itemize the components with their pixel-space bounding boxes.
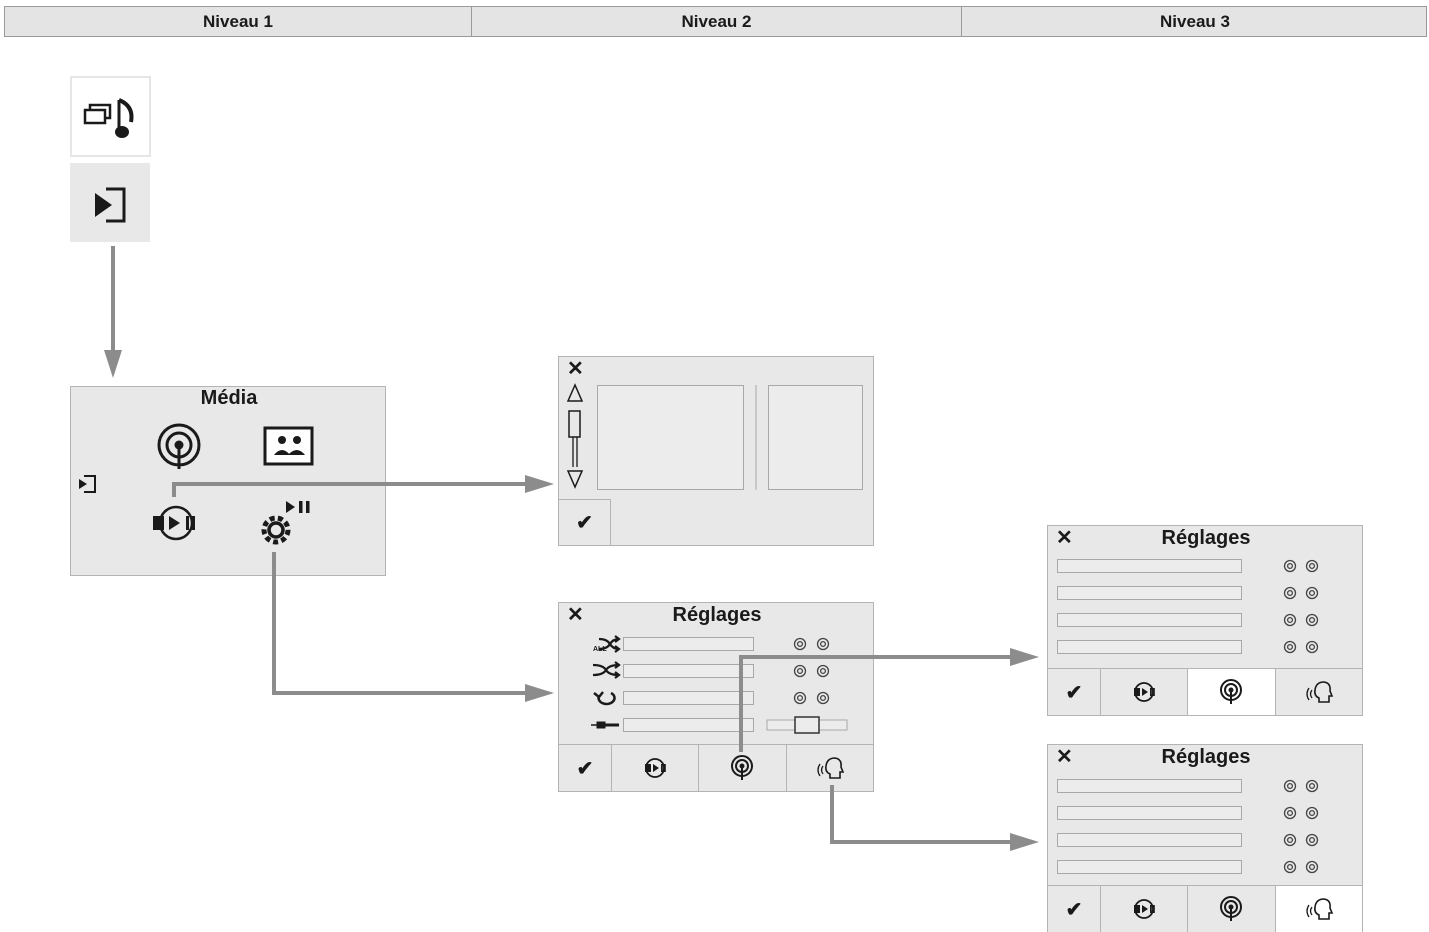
voice-command-icon (817, 757, 844, 779)
media-panel-title: Média (200, 387, 258, 409)
repeat-icon (593, 691, 616, 706)
voice-command-icon (1306, 898, 1333, 920)
confirm-button[interactable]: ✔ (1048, 669, 1101, 715)
close-icon[interactable]: ✕ (1056, 746, 1073, 768)
setting-row-field[interactable] (1057, 640, 1242, 654)
setting-row-field[interactable] (1057, 779, 1242, 793)
media-player-icon (1134, 899, 1155, 919)
settings-panel-radio: ✕ Réglages ✔ (1047, 525, 1363, 716)
tab-voice[interactable] (787, 745, 873, 791)
tab-radio[interactable] (1188, 669, 1276, 715)
divider (755, 385, 757, 490)
source-tile[interactable] (70, 163, 150, 242)
setting-row-field[interactable] (1057, 833, 1242, 847)
settings-tabbar: ✔ (1048, 668, 1362, 715)
settings-panel: ✕ Réglages ALL (558, 602, 874, 792)
level-header: Niveau 1 Niveau 2 Niveau 3 (4, 6, 1427, 37)
radio-broadcast-icon (1220, 679, 1243, 704)
settings-tabbar: ✔ (1048, 885, 1362, 932)
header-level-1: Niveau 1 (5, 7, 472, 36)
radio-broadcast-icon (1220, 896, 1243, 921)
tab-voice[interactable] (1276, 669, 1362, 715)
tab-media-player[interactable] (1101, 886, 1189, 932)
tab-voice[interactable] (1275, 886, 1362, 932)
arrowhead (1010, 648, 1039, 666)
media-tile[interactable] (70, 76, 151, 157)
arrowhead (104, 350, 122, 378)
media-player-icon (645, 758, 666, 778)
close-icon[interactable]: ✕ (1056, 527, 1073, 549)
shuffle-icon (592, 661, 621, 679)
source-input-icon (95, 187, 126, 223)
list-area[interactable] (597, 385, 744, 490)
header-level-3: Niveau 3 (1160, 11, 1230, 31)
media-player-icon (153, 505, 195, 541)
settings-panel-title: Réglages (672, 604, 762, 626)
settings-panel-title: Réglages (1161, 746, 1251, 768)
settings-tabbar: ✔ (559, 744, 873, 791)
scroll-down-icon (566, 470, 584, 489)
setting-row-field[interactable] (1057, 806, 1242, 820)
media-player-icon (1134, 682, 1155, 702)
close-icon[interactable]: ✕ (567, 358, 584, 380)
settings-radio-options[interactable] (1048, 745, 1364, 889)
setting-row-field[interactable] (623, 718, 754, 732)
voice-command-icon (1306, 681, 1333, 703)
level-slider-thumb (794, 716, 820, 734)
setting-row-field[interactable] (623, 664, 754, 678)
settings-rows: ALL (591, 635, 621, 729)
scrollbar[interactable] (565, 383, 605, 493)
media-list-panel: ✕ ✔ (558, 356, 874, 546)
media-panel-icons (79, 423, 314, 545)
confirm-button[interactable]: ✔ (559, 745, 612, 791)
setting-row-field[interactable] (1057, 860, 1242, 874)
source-small-icon (79, 475, 96, 493)
radio-broadcast-icon (731, 755, 754, 780)
arrowhead (525, 475, 554, 493)
arrow-gear-to-settings (272, 552, 527, 695)
shuffle-all-icon: ALL (593, 635, 621, 653)
tab-media-player[interactable] (1101, 669, 1189, 715)
tab-radio[interactable] (1188, 886, 1276, 932)
photo-people-icon (263, 426, 314, 466)
detail-area (768, 385, 863, 490)
scroll-up-icon (566, 383, 584, 402)
setting-row-field[interactable] (1057, 586, 1242, 600)
setting-row-field[interactable] (1057, 613, 1242, 627)
media-music-icon (83, 98, 134, 138)
confirm-button[interactable]: ✔ (1048, 886, 1101, 932)
settings-panel-title: Réglages (1161, 527, 1251, 549)
setting-row-field[interactable] (623, 691, 754, 705)
arrowhead (525, 684, 554, 702)
settings-radio-options[interactable] (1048, 526, 1364, 670)
settings-radio-options[interactable] (559, 603, 875, 747)
arrow-voice-to-settings (830, 785, 1012, 844)
media-panel: Média (70, 386, 386, 576)
close-icon[interactable]: ✕ (567, 604, 584, 626)
setting-row-field[interactable] (623, 637, 754, 651)
media-settings-gear-icon (261, 501, 310, 545)
tab-radio[interactable] (699, 745, 787, 791)
header-level-2: Niveau 2 (472, 7, 962, 36)
arrow-player-to-list (172, 482, 527, 497)
tab-media-player[interactable] (612, 745, 700, 791)
arrowhead (1010, 833, 1039, 851)
radio-broadcast-icon (157, 423, 201, 469)
settings-panel-voice: ✕ Réglages ✔ (1047, 744, 1363, 932)
aux-jack-icon (591, 721, 619, 729)
arrow-radio-to-settings (739, 655, 1012, 752)
confirm-button[interactable]: ✔ (559, 499, 611, 545)
setting-row-field[interactable] (1057, 559, 1242, 573)
scroll-thumb (568, 410, 581, 438)
